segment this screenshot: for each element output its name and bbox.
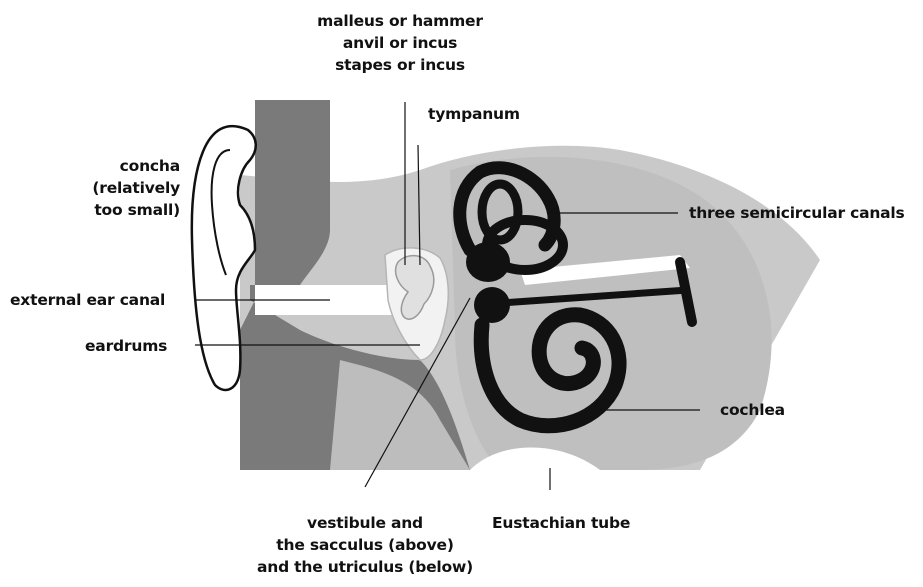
label-vestibule: vestibule and the sacculus (above) and t… xyxy=(235,512,495,578)
label-eustachian-tube: Eustachian tube xyxy=(492,512,630,534)
label-cochlea: cochlea xyxy=(720,399,785,421)
label-concha: concha (relatively too small) xyxy=(80,155,180,221)
label-ossicles: malleus or hammer anvil or incus stapes … xyxy=(280,10,520,76)
label-semicircular-canals: three semicircular canals xyxy=(689,202,905,224)
label-external-ear-canal: external ear canal xyxy=(10,289,165,311)
vestibule-upper xyxy=(466,242,510,282)
label-tympanum: tympanum xyxy=(428,103,520,125)
label-eardrums: eardrums xyxy=(85,335,167,357)
